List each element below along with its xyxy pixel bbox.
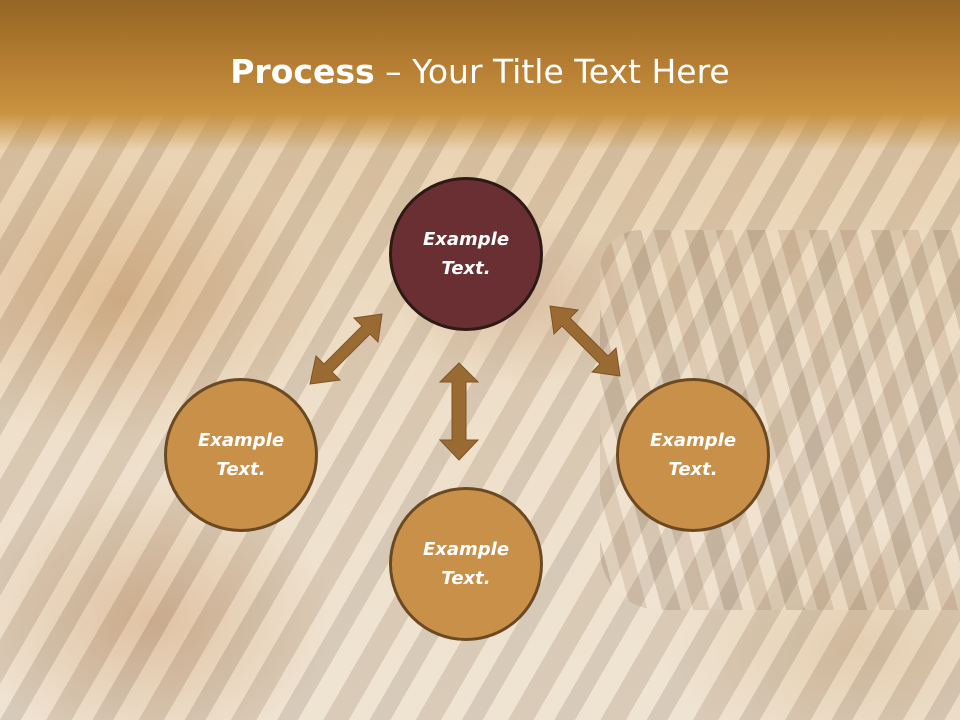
node-left[interactable]: Example Text. (164, 378, 318, 532)
node-center-line1: Example (422, 229, 510, 250)
node-bottom-line1: Example (422, 539, 510, 560)
title-bar (0, 0, 960, 150)
slide-title[interactable]: Process – Your Title Text Here (0, 52, 960, 91)
node-left-line2: Text. (216, 459, 266, 480)
node-bottom[interactable]: Example Text. (389, 487, 543, 641)
double-arrow-right (549, 305, 621, 377)
node-bottom-line2: Text. (441, 568, 491, 589)
node-right-line2: Text. (668, 459, 718, 480)
title-bold: Process (230, 52, 375, 91)
node-right[interactable]: Example Text. (616, 378, 770, 532)
node-right-line1: Example (649, 430, 737, 451)
double-arrow-left (309, 313, 383, 385)
node-center[interactable]: Example Text. (389, 177, 543, 331)
title-rest: – Your Title Text Here (374, 52, 730, 91)
node-center-line2: Text. (441, 258, 491, 279)
double-arrow-vertical (438, 362, 480, 461)
node-left-line1: Example (197, 430, 285, 451)
